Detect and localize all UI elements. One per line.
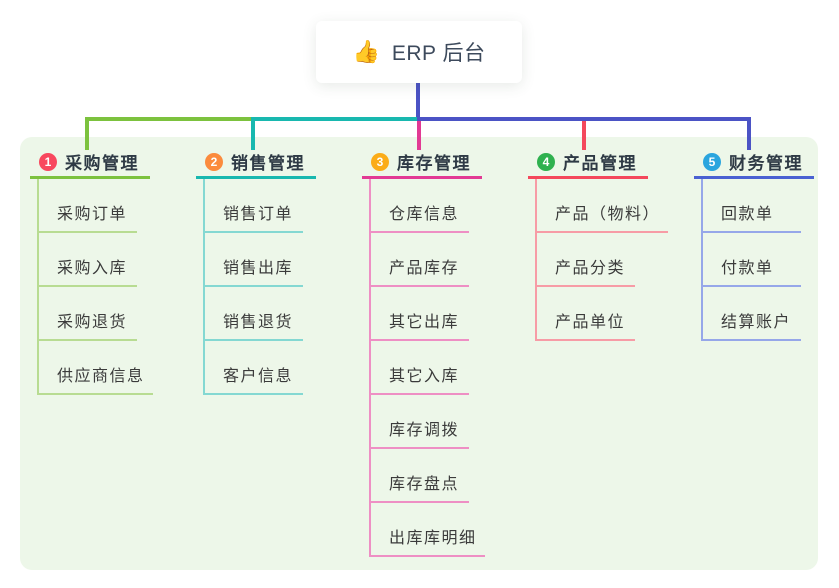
child-node[interactable]: 供应商信息 bbox=[39, 341, 153, 395]
branch-3: 3 库存管理 仓库信息产品库存其它出库其它入库库存调拨库存盘点出库库明细 bbox=[362, 150, 485, 557]
bus-connector-line bbox=[251, 117, 419, 121]
bus-connector-line bbox=[417, 117, 751, 121]
branch-label: 库存管理 bbox=[397, 154, 471, 173]
branch-drop-line bbox=[747, 121, 751, 150]
branch-drop-line bbox=[251, 121, 255, 150]
branch-label: 财务管理 bbox=[729, 154, 803, 173]
branch-number-badge: 5 bbox=[703, 152, 721, 171]
branch-drop-line bbox=[582, 121, 586, 150]
child-node[interactable]: 产品单位 bbox=[537, 287, 635, 341]
child-node[interactable]: 库存调拨 bbox=[371, 395, 469, 449]
root-node[interactable]: 👍 ERP 后台 bbox=[316, 21, 522, 83]
branch-drop-line bbox=[85, 121, 89, 150]
branch-header[interactable]: 4 产品管理 bbox=[528, 150, 648, 179]
branch-4: 4 产品管理 产品（物料）产品分类产品单位 bbox=[528, 150, 669, 341]
child-node[interactable]: 客户信息 bbox=[205, 341, 303, 395]
child-node[interactable]: 其它出库 bbox=[371, 287, 469, 341]
child-node[interactable]: 销售退货 bbox=[205, 287, 303, 341]
branch-number-badge: 4 bbox=[537, 152, 555, 171]
child-node[interactable]: 产品分类 bbox=[537, 233, 635, 287]
child-node[interactable]: 结算账户 bbox=[703, 287, 801, 341]
child-node[interactable]: 采购订单 bbox=[39, 179, 137, 233]
child-node[interactable]: 采购入库 bbox=[39, 233, 137, 287]
branch-2: 2 销售管理 销售订单销售出库销售退货客户信息 bbox=[196, 150, 316, 395]
branch-number-badge: 1 bbox=[39, 152, 57, 171]
bus-connector-line bbox=[85, 117, 253, 121]
root-connector-line bbox=[416, 83, 420, 117]
branch-children: 产品（物料）产品分类产品单位 bbox=[535, 179, 669, 341]
branch-children: 仓库信息产品库存其它出库其它入库库存调拨库存盘点出库库明细 bbox=[369, 179, 485, 557]
root-node-label: ERP 后台 bbox=[391, 42, 486, 65]
branch-label: 销售管理 bbox=[231, 154, 305, 173]
child-node[interactable]: 产品库存 bbox=[371, 233, 469, 287]
branch-1: 1 采购管理 采购订单采购入库采购退货供应商信息 bbox=[30, 150, 153, 395]
branch-label: 采购管理 bbox=[65, 154, 139, 173]
branch-number-badge: 2 bbox=[205, 152, 223, 171]
child-node[interactable]: 采购退货 bbox=[39, 287, 137, 341]
branch-number-badge: 3 bbox=[371, 152, 389, 171]
branch-5: 5 财务管理 回款单付款单结算账户 bbox=[694, 150, 814, 341]
child-node[interactable]: 仓库信息 bbox=[371, 179, 469, 233]
child-node[interactable]: 付款单 bbox=[703, 233, 801, 287]
branch-drop-line bbox=[417, 121, 421, 150]
map-background-panel bbox=[20, 137, 818, 570]
branch-children: 回款单付款单结算账户 bbox=[701, 179, 814, 341]
branch-header[interactable]: 5 财务管理 bbox=[694, 150, 814, 179]
branch-header[interactable]: 1 采购管理 bbox=[30, 150, 150, 179]
child-node[interactable]: 出库库明细 bbox=[371, 503, 485, 557]
branch-children: 销售订单销售出库销售退货客户信息 bbox=[203, 179, 316, 395]
child-node[interactable]: 回款单 bbox=[703, 179, 801, 233]
branch-header[interactable]: 2 销售管理 bbox=[196, 150, 316, 179]
child-node[interactable]: 销售出库 bbox=[205, 233, 303, 287]
branch-header[interactable]: 3 库存管理 bbox=[362, 150, 482, 179]
thumbs-up-icon: 👍 bbox=[352, 39, 380, 64]
branch-label: 产品管理 bbox=[563, 154, 637, 173]
child-node[interactable]: 销售订单 bbox=[205, 179, 303, 233]
child-node[interactable]: 产品（物料） bbox=[537, 179, 669, 233]
branch-children: 采购订单采购入库采购退货供应商信息 bbox=[37, 179, 153, 395]
child-node[interactable]: 其它入库 bbox=[371, 341, 469, 395]
child-node[interactable]: 库存盘点 bbox=[371, 449, 469, 503]
